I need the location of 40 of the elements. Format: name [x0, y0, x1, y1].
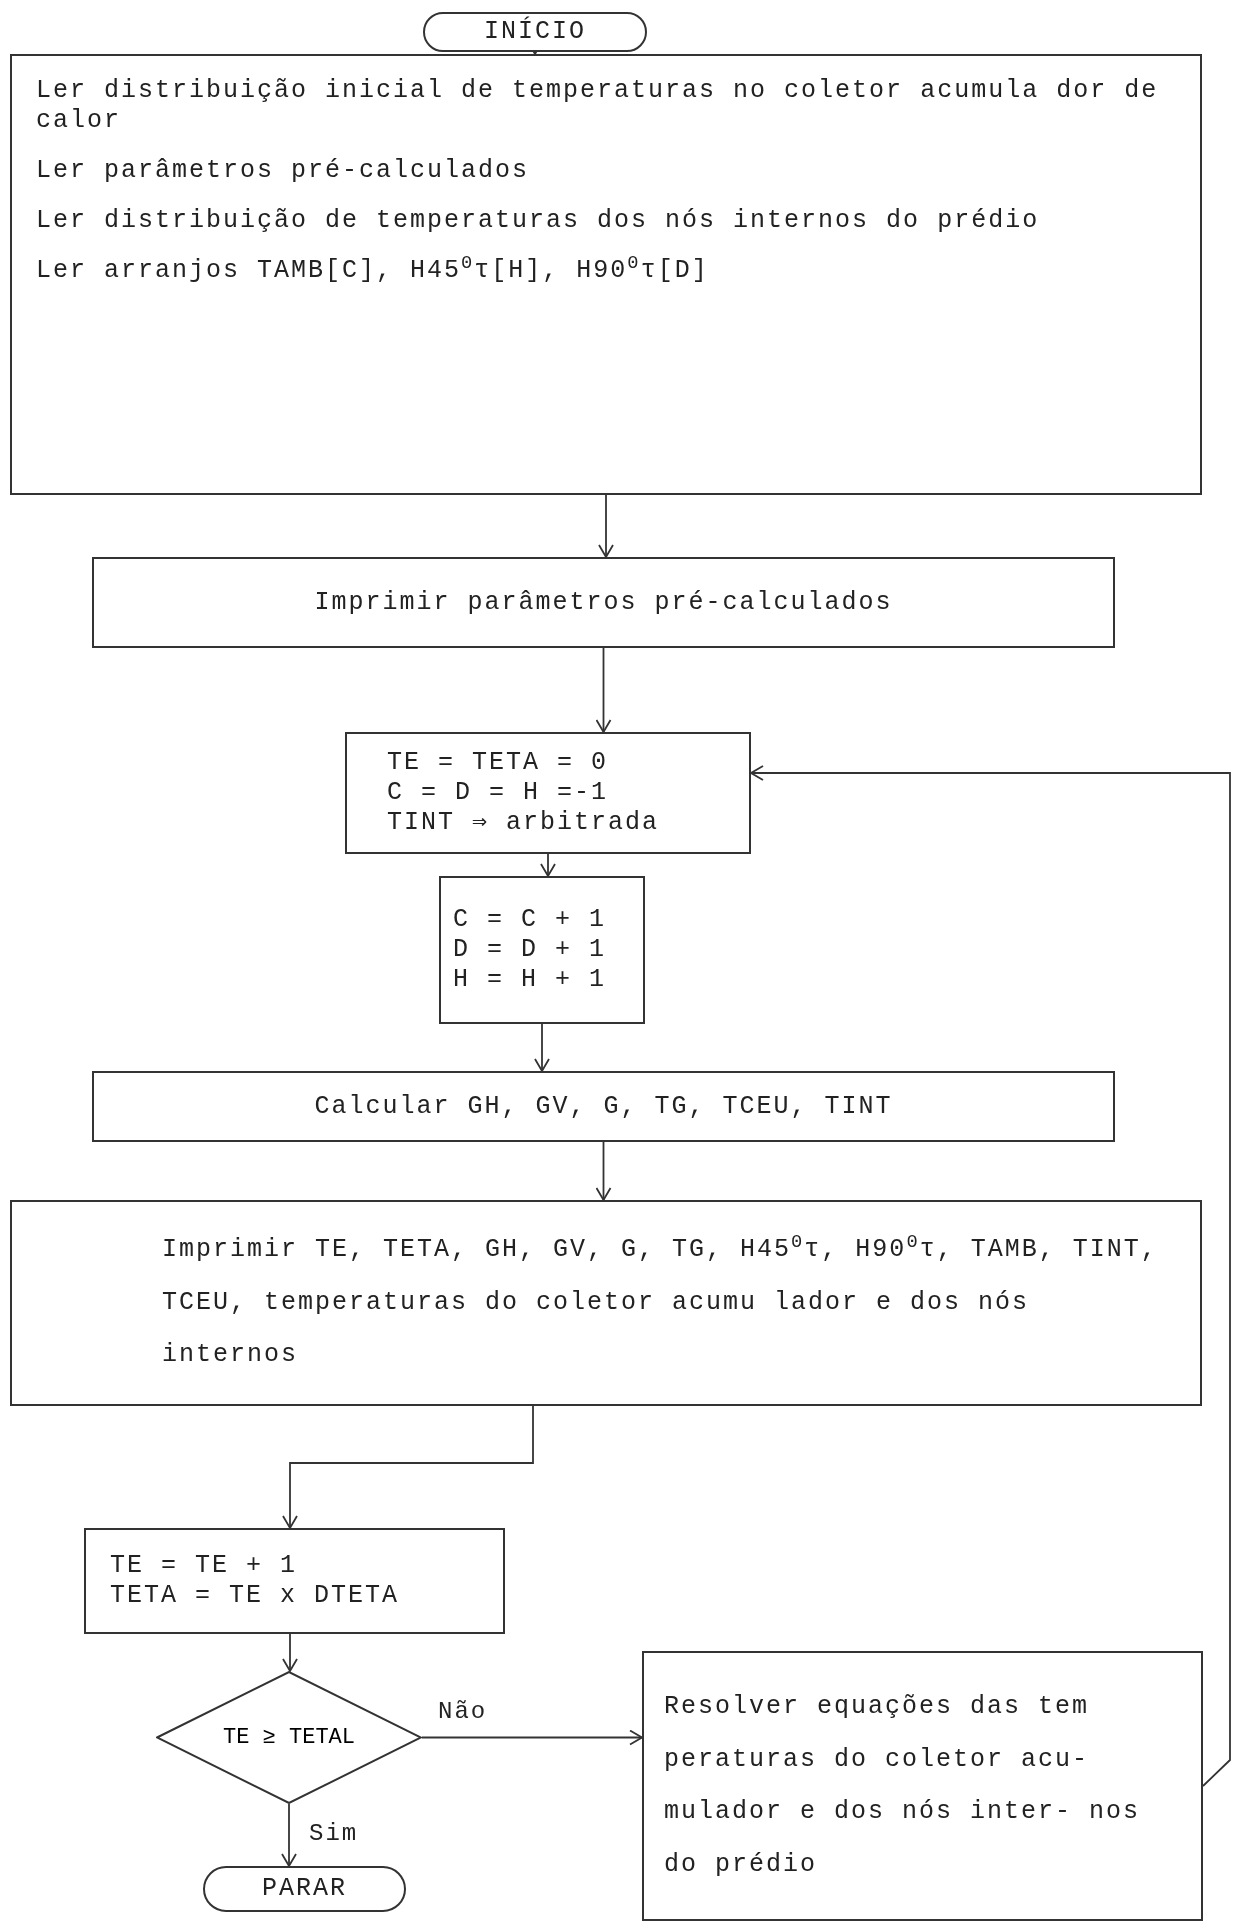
- flow-arrow: [421, 1729, 643, 1746]
- instruction-text: Imprimir TE, TETA, GH, GV, G, TG, H45$^{0}$τ, H90$^{0}$τ, TAMB, TINT, TCEU, temperaturas do coletor acumu lador e dos nós internos: [162, 1229, 1159, 1372]
- condition-text: TE ≥ TETAL: [223, 1724, 355, 1752]
- flow-arrow: [595, 647, 612, 733]
- process-box: [642, 1651, 1203, 1921]
- assignment-text: TETA = TE x DTETA: [110, 1581, 400, 1611]
- flow-arrow: [598, 494, 614, 558]
- instruction-text: Ler distribuição inicial de temperaturas no coletor acumula dor de calor: [36, 76, 1160, 136]
- terminal-text: PARAR: [262, 1874, 347, 1904]
- process-box: [439, 876, 645, 1024]
- assignment-text: C = C + 1: [453, 905, 607, 935]
- assignment-text: TINT ⇒ arbitrada: [387, 808, 660, 838]
- terminal-text: INÍCIO: [484, 17, 586, 47]
- instruction-text: Ler distribuição de temperaturas dos nós internos do prédio: [36, 206, 1041, 236]
- flow-arrow: [282, 1405, 534, 1529]
- instruction-text: Calcular GH, GV, G, TG, TCEU, TINT: [314, 1091, 893, 1122]
- assignment-text: TE = TETA = 0: [387, 748, 610, 778]
- flow-arrow: [534, 1023, 550, 1072]
- decision-diamond: [156, 1671, 422, 1804]
- flow-arrow: [540, 853, 556, 877]
- assignment-text: D = D + 1: [453, 935, 607, 965]
- instruction-text: Resolver equações das tem peraturas do coletor acu- mulador e dos nós inter- nos do prédio: [664, 1691, 1142, 1881]
- instruction-text: Ler parâmetros pré-calculados: [36, 156, 531, 186]
- flow-arrow: [750, 765, 1231, 1787]
- process-box: [84, 1528, 505, 1634]
- assignment-text: C = D = H =-1: [387, 778, 610, 808]
- terminal-shape: [423, 12, 647, 52]
- instruction-text: Ler arranjos TAMB[C], H45$^{0}$τ[H], H90$^{0}$τ[D]: [36, 256, 710, 286]
- flow-arrow: [595, 1141, 612, 1201]
- assignment-text: H = H + 1: [453, 965, 607, 995]
- instruction-text: Imprimir parâmetros pré-calculados: [314, 587, 893, 618]
- process-box: [345, 732, 751, 854]
- assignment-text: TE = TE + 1: [110, 1551, 299, 1581]
- terminal-shape: [203, 1866, 406, 1912]
- process-box: [10, 1200, 1202, 1406]
- flow-arrow: [282, 1633, 298, 1672]
- process-box: [10, 54, 1202, 495]
- process-box: [92, 557, 1115, 648]
- flow-arrow: [281, 1803, 297, 1867]
- process-box: [92, 1071, 1115, 1142]
